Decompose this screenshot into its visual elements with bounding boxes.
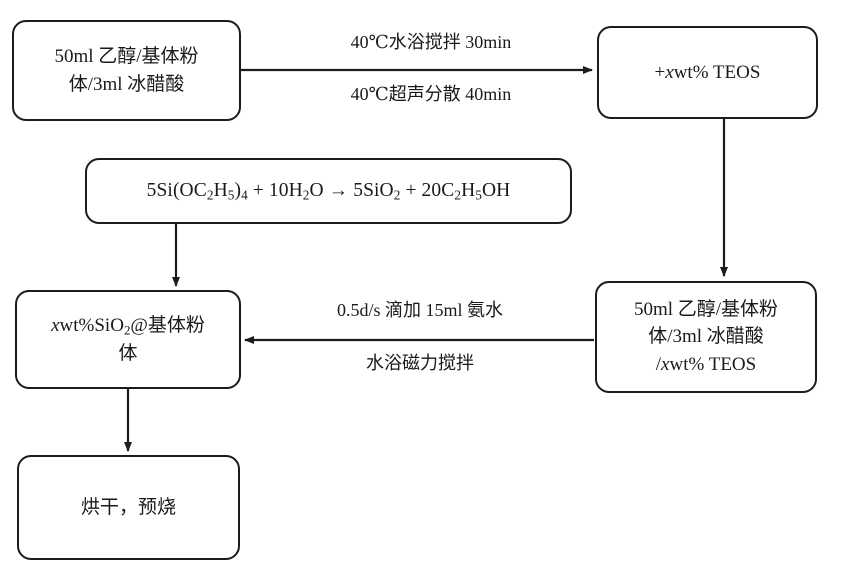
node-teos-mixture-label: 50ml 乙醇/基体粉体/3ml 冰醋酸/xwt% TEOS [633, 298, 779, 375]
node-teos-mixture[interactable]: 50ml 乙醇/基体粉体/3ml 冰醋酸/xwt% TEOS [595, 281, 817, 393]
edge-label-mixture-to-coated-above: 0.5d/s 滴加 15ml 氨水 [290, 299, 550, 322]
edge-label-text: 水浴磁力搅拌 [366, 353, 474, 373]
node-drying-label: 烘干，预烧 [80, 496, 176, 518]
edge-label-text: 40℃水浴搅拌 30min [350, 32, 512, 52]
node-reaction-equation-label: 5Si(OC2H5)4 + 10H2O → 5SiO2 + 20C2H5OH [146, 179, 511, 203]
edge-label-start-to-teos-above: 40℃水浴搅拌 30min [296, 31, 566, 54]
node-add-teos[interactable]: +xwt% TEOS [597, 26, 818, 119]
node-start-mixture-label: 50ml 乙醇/基体粉体/3ml 冰醋酸 [54, 45, 199, 95]
edge-label-start-to-teos-below: 40℃超声分散 40min [296, 83, 566, 106]
node-coated-powder[interactable]: xwt%SiO2@基体粉体 [15, 290, 241, 389]
node-drying[interactable]: 烘干，预烧 [17, 455, 240, 560]
edge-label-text: 40℃超声分散 40min [350, 84, 512, 104]
node-add-teos-label: +xwt% TEOS [654, 61, 761, 83]
node-start-mixture[interactable]: 50ml 乙醇/基体粉体/3ml 冰醋酸 [12, 20, 241, 121]
edge-label-text: 0.5d/s 滴加 15ml 氨水 [336, 300, 503, 320]
node-coated-powder-label: xwt%SiO2@基体粉体 [51, 314, 205, 364]
node-reaction-equation[interactable]: 5Si(OC2H5)4 + 10H2O → 5SiO2 + 20C2H5OH [85, 158, 572, 224]
edge-label-mixture-to-coated-below: 水浴磁力搅拌 [290, 352, 550, 375]
